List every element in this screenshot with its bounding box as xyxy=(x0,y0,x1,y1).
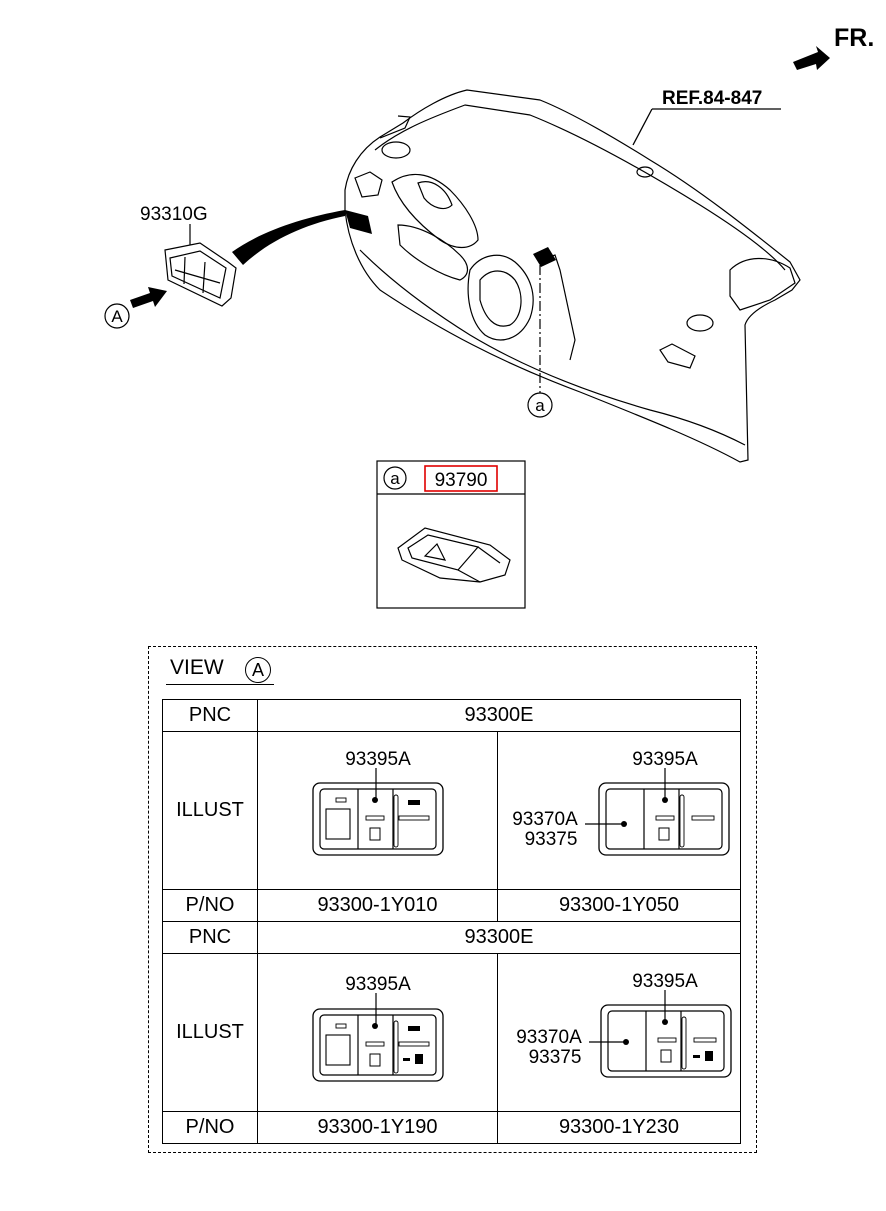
table-row: ILLUST 93395A 93395A xyxy=(162,731,741,890)
crash-pad-panel xyxy=(344,89,801,463)
inset-part-number: 93790 xyxy=(435,470,488,491)
pnc-table: PNC 93300E ILLUST 93395A xyxy=(162,698,741,1145)
view-title: VIEW xyxy=(170,656,224,679)
sweep-arrow-icon xyxy=(232,210,345,265)
part-label: 93395A xyxy=(345,974,411,995)
pno-value: 93300-1Y050 xyxy=(497,888,741,922)
pno-header: P/NO xyxy=(162,888,258,922)
switch-slot-mark xyxy=(345,210,372,234)
pno-value: 93300-1Y010 xyxy=(257,888,498,922)
callout-a-circle xyxy=(527,392,553,418)
pno-value: 93300-1Y190 xyxy=(257,1110,498,1145)
part-label: 93370A xyxy=(516,1027,582,1048)
illust-cell: 93395A 93370A 93375 xyxy=(497,731,741,890)
view-a-arrow-icon xyxy=(130,287,167,308)
hazard-switch-icon xyxy=(397,527,511,583)
illust-header: ILLUST xyxy=(162,953,258,1112)
table-row: P/NO 93300-1Y190 93300-1Y230 xyxy=(162,1110,741,1145)
ref-leader-line xyxy=(632,108,653,146)
pnc-header: PNC xyxy=(162,920,258,955)
part-93310g-label: 93310G xyxy=(140,204,208,225)
part-label: 93395A xyxy=(632,971,698,992)
view-title-marker: A xyxy=(245,657,271,683)
pno-header: P/NO xyxy=(162,1110,258,1145)
view-a-frame xyxy=(148,646,757,1153)
table-row: P/NO 93300-1Y010 93300-1Y050 xyxy=(162,888,741,922)
part-label: 93395A xyxy=(632,749,698,770)
part-label: 93375 xyxy=(525,829,578,850)
inset-a-circle xyxy=(383,466,407,490)
table-row: PNC 93300E xyxy=(162,920,741,955)
hazard-switch-mark xyxy=(533,247,556,267)
part-label: 93375 xyxy=(529,1047,582,1068)
illust-cell: 93395A 93370A 93375 xyxy=(497,953,741,1112)
part-label: 93395A xyxy=(345,749,411,770)
table-row: PNC 93300E xyxy=(162,698,741,733)
fr-label: FR. xyxy=(834,24,874,52)
illust-cell: 93395A xyxy=(257,953,498,1112)
inset-part-highlight xyxy=(424,465,498,492)
ref-label: REF.84-847 xyxy=(662,88,762,109)
inset-a-letter: a xyxy=(390,469,400,488)
multi-switch-icon xyxy=(164,242,237,307)
front-arrow-icon xyxy=(793,46,830,70)
switch-illustration-1y230: 93395A 93370A 93375 xyxy=(516,971,732,1078)
switch-illustration-1y010: 93395A xyxy=(312,749,444,856)
illust-header: ILLUST xyxy=(162,731,258,890)
pnc-value: 93300E xyxy=(257,698,741,733)
dashboard-diagram: FR. REF.84-847 a 93310G xyxy=(104,24,874,609)
switch-illustration-1y050: 93395A 93370A 93375 xyxy=(512,749,730,856)
switch-illustration-1y190: 93395A xyxy=(312,974,444,1082)
callout-a-letter: a xyxy=(535,396,545,415)
illust-cell: 93395A xyxy=(257,731,498,890)
view-a-letter: A xyxy=(111,307,123,326)
part-label: 93370A xyxy=(512,809,578,830)
view-title-underline xyxy=(166,684,274,685)
view-a-circle xyxy=(104,303,130,329)
pnc-header: PNC xyxy=(162,698,258,733)
pnc-value: 93300E xyxy=(257,920,741,955)
pno-value: 93300-1Y230 xyxy=(497,1110,741,1145)
table-row: ILLUST 93395A xyxy=(162,953,741,1112)
